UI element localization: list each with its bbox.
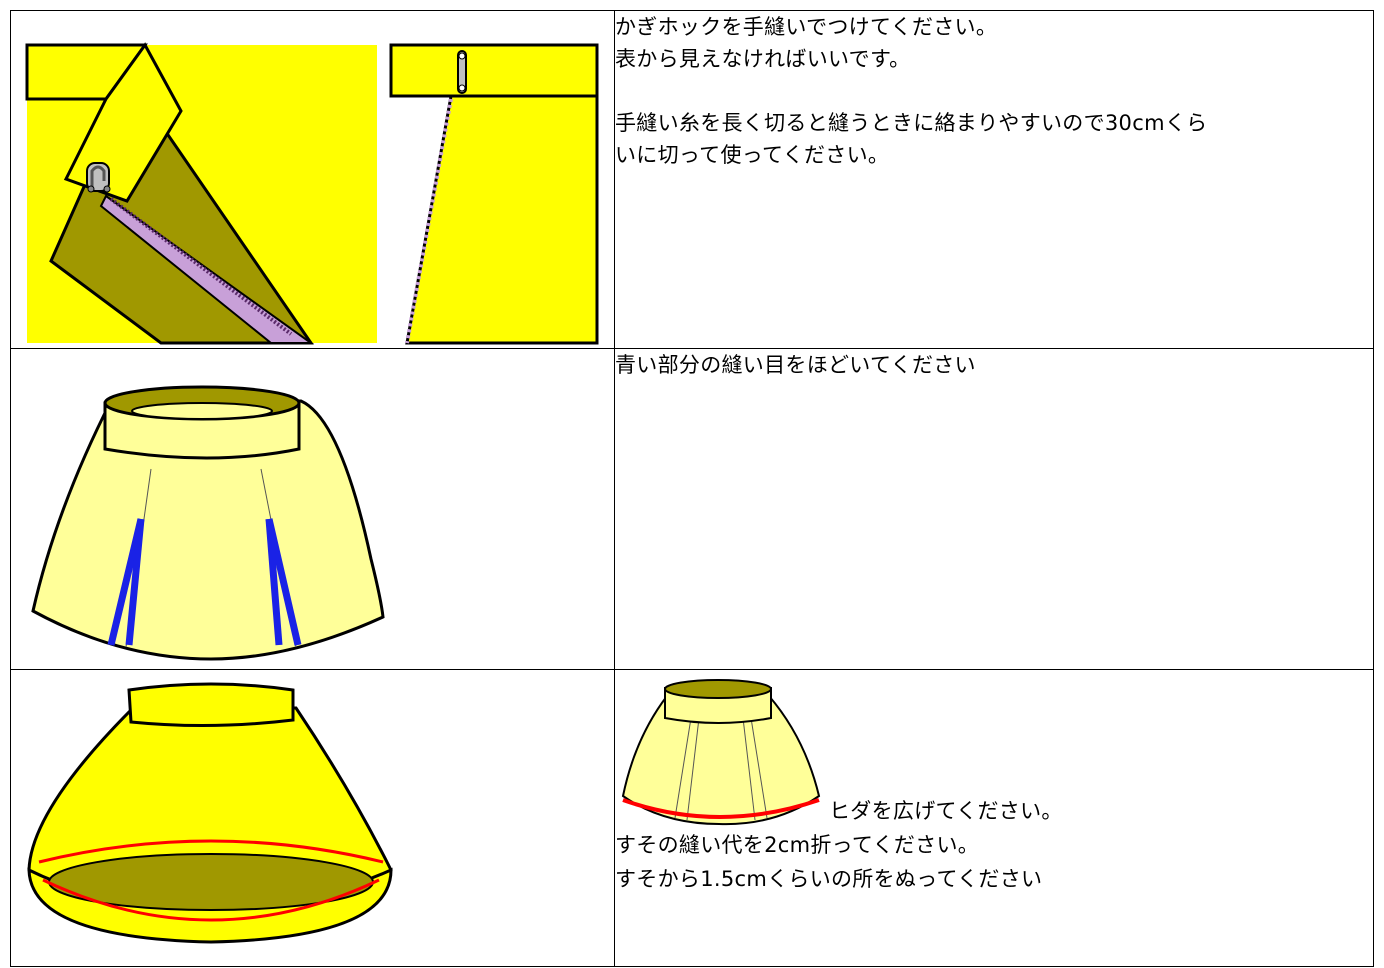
blue-seam-right	[265, 518, 302, 646]
step-3-illustration-cell	[10, 669, 615, 967]
step-2-line-1: 青い部分の縫い目をほどいてください	[615, 353, 976, 377]
step-1-line-2: 表から見えなければいいです。	[615, 47, 911, 71]
skirt-hem-illustration	[27, 682, 393, 944]
step-3-line-2: すその縫い代を2cm折ってください。	[615, 833, 980, 857]
step-1-text-cell: かぎホックを手縫いでつけてください。 表から見えなければいいです。 手縫い糸を長…	[614, 10, 1374, 349]
small-skirt-icon	[621, 679, 821, 826]
step-row-2: 青い部分の縫い目をほどいてください	[10, 348, 1374, 670]
red-stitch-line-top	[38, 839, 384, 864]
step-3-line-1: ヒダを広げてください。	[829, 799, 1063, 823]
eye-icon	[457, 50, 467, 94]
red-hem-stitch	[622, 798, 820, 819]
step-row-3: ヒダを広げてください。 すその縫い代を2cm折ってください。 すそから1.5cm…	[10, 669, 1374, 967]
step-1-illustration-cell	[10, 10, 615, 349]
step-row-1: かぎホックを手縫いでつけてください。 表から見えなければいいです。 手縫い糸を長…	[10, 10, 1374, 349]
red-stitch-line-bottom	[42, 878, 380, 922]
step-2-text-cell: 青い部分の縫い目をほどいてください	[614, 348, 1374, 670]
step-3-line-3: すそから1.5cmくらいの所をぬってください	[615, 867, 1043, 891]
step-1-line-4: いに切って使ってください。	[615, 143, 890, 167]
step-2-illustration-cell	[10, 348, 615, 670]
step-1-line-1: かぎホックを手縫いでつけてください。	[615, 15, 998, 39]
step-3-first-line: ヒダを広げてください。	[615, 678, 1373, 828]
zipper-tape	[99, 194, 315, 344]
hook-and-eye-illustration	[25, 42, 599, 345]
waistband-right	[389, 43, 599, 98]
waistband	[127, 682, 295, 728]
skirt-front-illustration	[31, 385, 385, 661]
hook-icon	[86, 162, 111, 193]
instruction-table: かぎホックを手縫いでつけてください。 表から見えなければいいです。 手縫い糸を長…	[10, 10, 1374, 967]
blue-seam-left	[107, 518, 145, 646]
step-3-text-cell: ヒダを広げてください。 すその縫い代を2cm折ってください。 すそから1.5cm…	[614, 669, 1374, 967]
step-1-line-3: 手縫い糸を長く切ると縫うときに絡まりやすいので30cmくら	[615, 111, 1208, 135]
